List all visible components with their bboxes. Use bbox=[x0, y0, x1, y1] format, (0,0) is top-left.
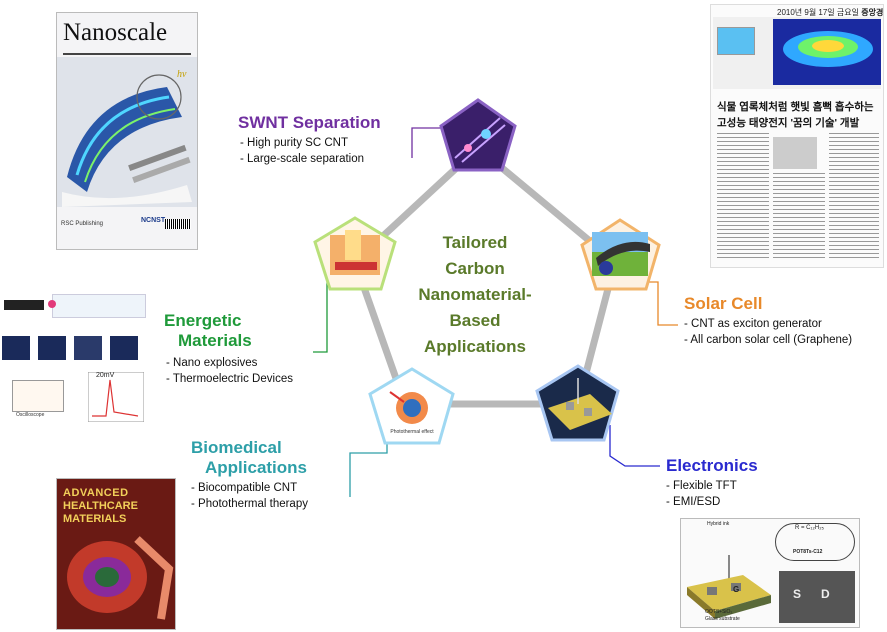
newspaper-headline-1: 식물 엽록체처럼 햇빛 흠뻑 흡수하는 bbox=[717, 101, 874, 113]
energetic-label: Energetic Materials - Nano explosives - … bbox=[164, 311, 293, 387]
biomedical-bullet-2: - Photothermal therapy bbox=[191, 498, 308, 510]
nanoscale-partner: NCNST bbox=[141, 217, 166, 224]
solar-label: Solar Cell - CNT as exciton generator - … bbox=[684, 294, 852, 348]
voltage-trace bbox=[88, 372, 144, 422]
energetic-title: Energetic bbox=[164, 311, 242, 330]
swnt-title: SWNT Separation bbox=[238, 113, 381, 132]
electronics-node bbox=[535, 364, 620, 442]
healthcare-line-3: MATERIALS bbox=[63, 513, 127, 525]
electronics-figure: Hybrid ink R = C₁₂H₂₅ POT8Ts-C12 OOTS+Si… bbox=[680, 518, 860, 628]
solar-node bbox=[580, 218, 661, 291]
glass-label: Glass substrate bbox=[705, 616, 740, 622]
source-label: S bbox=[793, 587, 802, 601]
swnt-label: SWNT Separation - High purity SC CNT - L… bbox=[238, 113, 381, 167]
drain-label: D bbox=[821, 587, 830, 601]
energetic-figure: Oscilloscope 20mV bbox=[0, 290, 148, 424]
hybrid-ink-label: Hybrid ink bbox=[707, 521, 730, 527]
nanoscale-cover: Nanoscale hv RSC Publishing NCNST bbox=[56, 12, 198, 250]
healthcare-art bbox=[67, 536, 174, 620]
nanoscale-cover-title: Nanoscale bbox=[63, 19, 168, 46]
biomedical-label: Biomedical Applications - Biocompatible … bbox=[191, 438, 308, 512]
newspaper-clipping: 2010년 9월 17일 금요일 중앙경제 식물 엽록체처럼 햇빛 흠뻑 흡수하… bbox=[710, 4, 884, 268]
swnt-node bbox=[439, 98, 517, 172]
solar-bullet-2: - All carbon solar cell (Graphene) bbox=[684, 334, 853, 346]
electronics-label: Electronics - Flexible TFT - EMI/ESD bbox=[666, 456, 758, 510]
nanoscale-cover-art: hv bbox=[57, 57, 197, 207]
electronics-title: Electronics bbox=[666, 456, 758, 475]
bio-node-label: Photothermal effect bbox=[390, 429, 434, 435]
biomedical-title: Biomedical bbox=[191, 438, 282, 457]
center-line-2: Carbon bbox=[445, 259, 505, 278]
healthcare-line-1: ADVANCED bbox=[63, 487, 129, 499]
substrate-label: OOTS+SiO₂ bbox=[705, 609, 733, 615]
energetic-bullet-2: - Thermoelectric Devices bbox=[166, 373, 293, 385]
energetic-node bbox=[313, 216, 397, 291]
biomedical-node: Photothermal effect bbox=[368, 367, 455, 445]
energetic-bullet-1: - Nano explosives bbox=[166, 357, 258, 369]
swnt-bullet-1: - High purity SC CNT bbox=[240, 137, 348, 149]
center-line-4: Based bbox=[449, 311, 501, 330]
biomedical-title-2: Applications bbox=[205, 458, 308, 477]
solar-bullet-1: - CNT as exciton generator bbox=[684, 318, 822, 330]
center-line-5: Applications bbox=[423, 337, 526, 356]
scale-label: 20mV bbox=[96, 372, 115, 379]
electronics-bullet-1: - Flexible TFT bbox=[666, 480, 737, 492]
nanoscale-publisher: RSC Publishing bbox=[61, 221, 104, 227]
formula-label: R = C₁₂H₂₅ bbox=[795, 525, 824, 531]
tft-device bbox=[687, 555, 771, 619]
gate-label: G bbox=[733, 585, 740, 594]
electronics-bullet-2: - EMI/ESD bbox=[666, 496, 721, 508]
polymer-label: POT8Ts-C12 bbox=[793, 549, 823, 555]
healthcare-cover: ADVANCED HEALTHCARE MATERIALS bbox=[56, 478, 176, 630]
newspaper-headline-2: 고성능 태양전지 '꿈의 기술' 개발 bbox=[717, 117, 860, 129]
center-title: Tailored Carbon Nanomaterial- Based Appl… bbox=[410, 230, 540, 360]
center-line-1: Tailored bbox=[442, 233, 508, 252]
swnt-bullet-2: - Large-scale separation bbox=[240, 153, 365, 165]
heatmap-art bbox=[773, 19, 881, 85]
energetic-title-2: Materials bbox=[178, 331, 252, 350]
barcode bbox=[165, 219, 191, 229]
newspaper-date: 2010년 9월 17일 금요일 중앙경제 bbox=[777, 8, 884, 17]
oscilloscope-label: Oscilloscope bbox=[16, 412, 45, 418]
center-line-3: Nanomaterial- bbox=[418, 285, 532, 304]
hv-label: hv bbox=[177, 69, 187, 80]
biomedical-bullet-1: - Biocompatible CNT bbox=[191, 482, 298, 494]
solar-title: Solar Cell bbox=[684, 294, 763, 313]
healthcare-line-2: HEALTHCARE bbox=[63, 500, 138, 512]
